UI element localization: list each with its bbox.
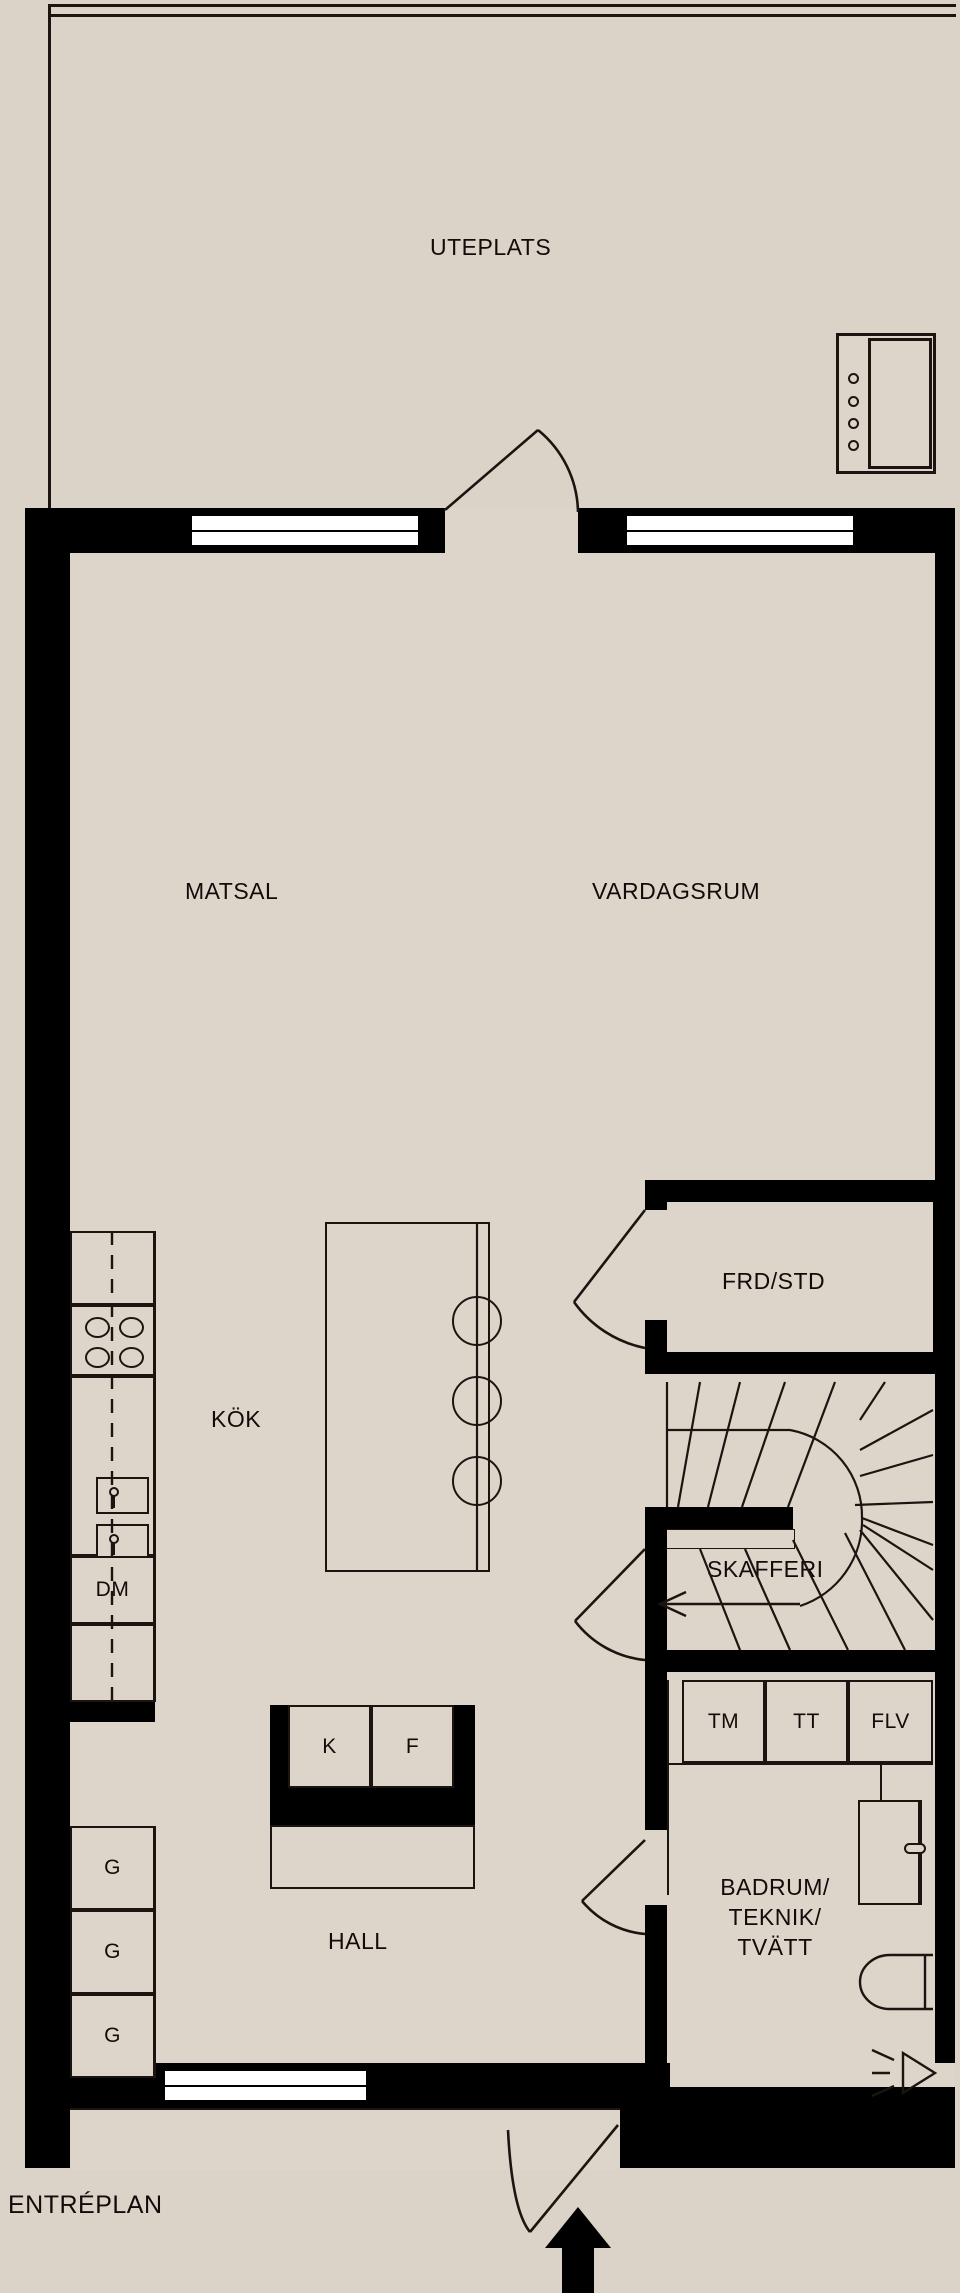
fridge-label: K bbox=[322, 1734, 337, 1758]
hall-bench bbox=[270, 1825, 475, 1889]
cooktop-unit bbox=[70, 1305, 155, 1376]
cooktop-burner-2 bbox=[119, 1317, 144, 1338]
wardrobe-1 bbox=[70, 1826, 155, 1910]
heat-pump-unit bbox=[848, 1680, 933, 1763]
interior-wall-utility-top bbox=[645, 1650, 955, 1672]
interior-wall-frd-bottom bbox=[645, 1352, 955, 1374]
kitchen-cabinet-lower bbox=[70, 1624, 155, 1702]
interior-wall-hall-right bbox=[645, 1549, 667, 1650]
fridge-unit bbox=[288, 1705, 371, 1788]
exterior-wall-left bbox=[25, 508, 70, 2108]
room-label-uteplats: UTEPLATS bbox=[430, 234, 552, 260]
wardrobe-2-label: G bbox=[104, 1940, 121, 1963]
entrance-direction-arrow bbox=[545, 2207, 611, 2293]
room-label-frd-std: FRD/STD bbox=[722, 1268, 826, 1294]
interior-wall-frd-left bbox=[645, 1180, 667, 1210]
tumble-dryer-label: TT bbox=[793, 1709, 820, 1733]
room-label-badrum: BADRUM/ TEKNIK/ TVÄTT bbox=[720, 1874, 830, 1960]
freezer-label: F bbox=[405, 1734, 420, 1758]
interior-wall-frd-right bbox=[933, 1180, 955, 1374]
window-terrace-right bbox=[625, 514, 855, 547]
freezer-unit bbox=[371, 1705, 454, 1788]
shed-hinge-1 bbox=[848, 373, 859, 384]
washing-machine-label: TM bbox=[707, 1709, 740, 1733]
interior-wall-utility-left-upper bbox=[645, 1650, 667, 1830]
cooktop-burner-4 bbox=[119, 1347, 144, 1368]
exterior-wall-bottom-right-extra bbox=[670, 2085, 955, 2168]
utility-counter-side bbox=[667, 1680, 669, 1895]
tumble-dryer-unit bbox=[765, 1680, 848, 1763]
window-terrace-left bbox=[190, 514, 420, 547]
window-entry-left bbox=[163, 2069, 368, 2102]
bathroom-lower-floor bbox=[670, 2063, 955, 2087]
shed-hinge-2 bbox=[848, 396, 859, 407]
entry-wall-bottom-left bbox=[25, 2108, 70, 2168]
utility-counter-return bbox=[880, 1763, 882, 1808]
terrace-top-wall-inner bbox=[48, 14, 956, 17]
cooktop-burner-1 bbox=[85, 1317, 110, 1338]
wardrobe-2 bbox=[70, 1910, 155, 1994]
washing-machine-unit bbox=[682, 1680, 765, 1763]
stair-landing-wall bbox=[645, 1507, 793, 1529]
utility-counter-edge bbox=[667, 1763, 933, 1765]
heat-pump-label: FLV bbox=[871, 1709, 910, 1733]
shed-hinge-3 bbox=[848, 418, 859, 429]
wardrobe-3-label: G bbox=[104, 2024, 121, 2047]
room-label-vardagsrum: VARDAGSRUM bbox=[592, 878, 761, 904]
terrace-door-swing bbox=[444, 428, 580, 513]
interior-wall-frd-top bbox=[645, 1180, 955, 1202]
room-label-hall: HALL bbox=[328, 1928, 388, 1954]
kitchen-cabinet-upper bbox=[70, 1231, 155, 1305]
wardrobe-1-label: G bbox=[104, 1856, 121, 1879]
room-label-matsal: MATSAL bbox=[185, 878, 279, 904]
interior-wall-utility-left-lower bbox=[645, 1905, 667, 2108]
room-label-skafferi: SKAFFERI bbox=[707, 1556, 824, 1582]
dishwasher-label: DM bbox=[95, 1578, 130, 1601]
terrace-left-wall bbox=[48, 4, 51, 514]
wardrobe-divider-wall bbox=[70, 1702, 155, 1722]
stair-left-wall bbox=[645, 1507, 667, 1549]
cooktop-burner-3 bbox=[85, 1347, 110, 1368]
bar-stool-2 bbox=[452, 1376, 502, 1426]
shed-door bbox=[868, 338, 932, 469]
kitchen-sink-basin-1 bbox=[96, 1477, 149, 1514]
bar-stool-1 bbox=[452, 1296, 502, 1346]
bar-stool-3 bbox=[452, 1456, 502, 1506]
entry-vestibule-floor bbox=[70, 2108, 620, 2170]
floor-level-label: ENTRÉPLAN bbox=[8, 2191, 163, 2219]
stair-landing-step bbox=[665, 1529, 795, 1549]
terrace-top-wall-outer bbox=[48, 4, 956, 7]
washbasin-tap bbox=[904, 1843, 926, 1854]
room-label-kok: KÖK bbox=[211, 1406, 262, 1432]
shed-hinge-4 bbox=[848, 440, 859, 451]
